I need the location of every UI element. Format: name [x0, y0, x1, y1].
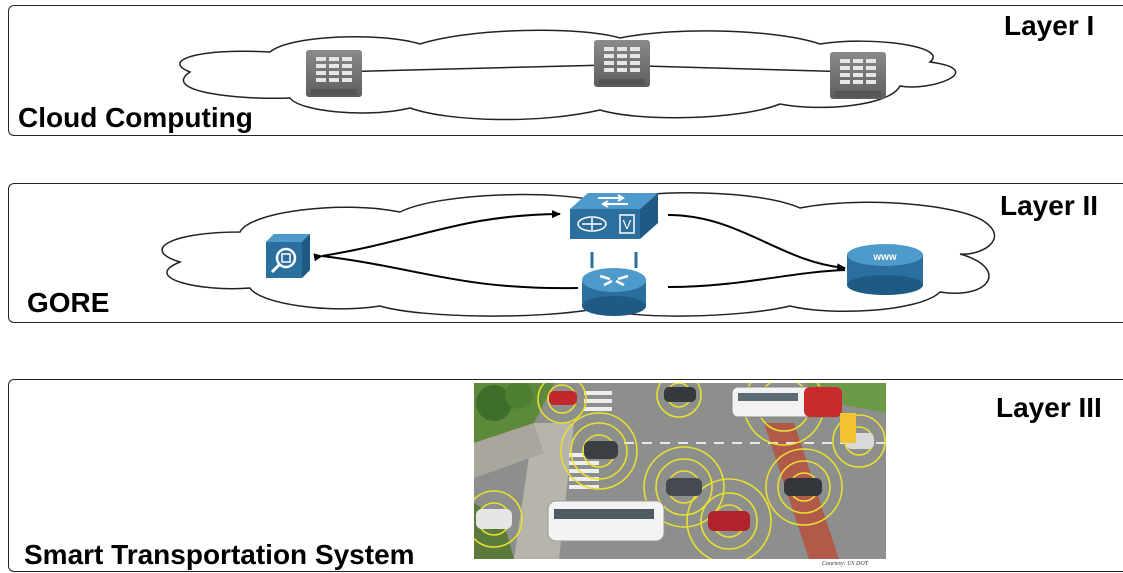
photo-credit: Courtesy: US DOT — [822, 561, 868, 567]
layer-3-label: Smart Transportation System — [24, 539, 415, 570]
monitor-icon — [266, 234, 310, 278]
www-label: www — [872, 252, 897, 263]
layer-1-title: Layer I — [1004, 10, 1095, 41]
server-icon — [594, 40, 650, 87]
switch-badge-text: V — [623, 217, 632, 232]
cloud-layer-1 — [179, 29, 957, 121]
router-icon — [582, 252, 646, 316]
traffic-photo — [474, 383, 886, 559]
layer-2-label: GORE — [27, 287, 110, 318]
www-database-icon: www — [847, 244, 923, 295]
layer-3-title: Layer III — [996, 392, 1102, 423]
server-icon — [830, 52, 886, 99]
server-icon — [306, 50, 362, 97]
layer-2-title: Layer II — [1000, 190, 1099, 221]
switch-icon: V — [570, 193, 658, 239]
layer-1-label: Cloud Computing — [18, 102, 253, 133]
